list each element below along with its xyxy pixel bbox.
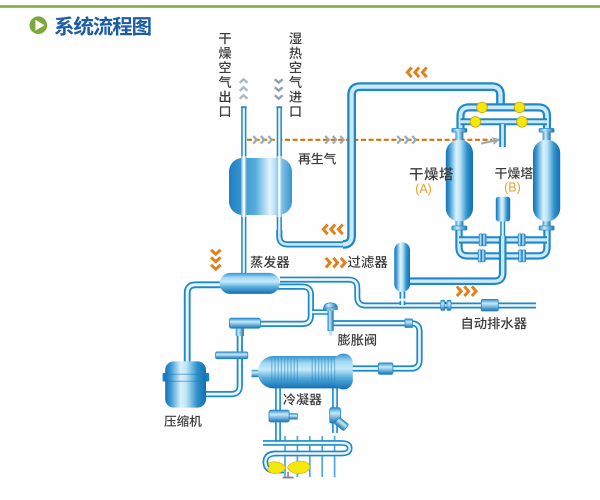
svg-text:(B): (B) [504,181,521,195]
svg-text:(A): (A) [415,182,432,196]
